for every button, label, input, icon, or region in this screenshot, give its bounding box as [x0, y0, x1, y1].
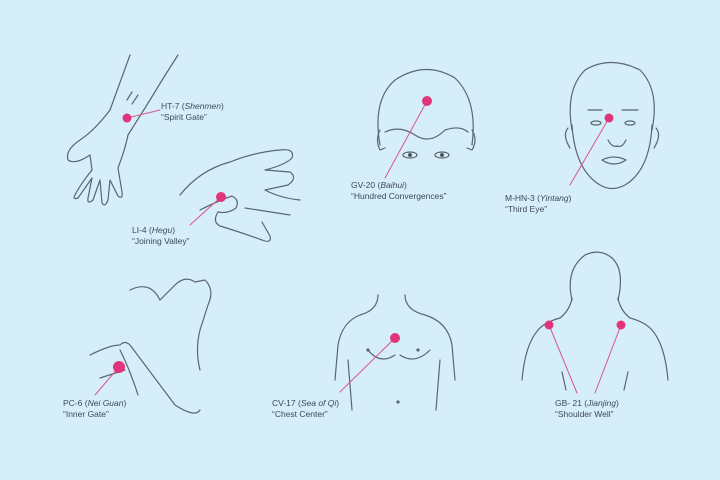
- point-english-name: “Chest Center”: [272, 409, 328, 419]
- forearm-hands-illustration: [89, 278, 212, 414]
- point-code: GV-20: [351, 180, 376, 190]
- torso-illustration: [334, 294, 456, 411]
- label-pc6: PC-6 (Nei Guan) “Inner Gate”: [63, 398, 127, 419]
- back-shoulders-illustration: [521, 251, 669, 391]
- point-english-name: “Shoulder Well”: [555, 409, 614, 419]
- point-pinyin: Yintang: [539, 193, 569, 203]
- point-pinyin: Baihui: [380, 180, 404, 190]
- point-code: LI-4: [132, 225, 147, 235]
- point-english-name: “Third Eye”: [505, 204, 548, 214]
- label-li4: LI-4 (Hegu) “Joining Valley”: [132, 225, 190, 246]
- pointer-lines: [94, 100, 622, 396]
- point-pinyin: Sea of Qi: [300, 398, 337, 408]
- label-ht7: HT-7 (Shenmen) “Spirit Gate”: [161, 101, 224, 122]
- point-pinyin: Nei Guan: [87, 398, 124, 408]
- face-illustration: [564, 61, 660, 190]
- point-code: GB- 21: [555, 398, 582, 408]
- point-english-name: “Joining Valley”: [132, 236, 190, 246]
- point-pinyin: Hegu: [151, 225, 173, 235]
- point-english-name: “Spirit Gate”: [161, 112, 207, 122]
- point-code: CV-17: [272, 398, 296, 408]
- label-gv20: GV-20 (Baihui) “Hundred Convergences”: [351, 180, 447, 201]
- pinching-hand-illustration: [179, 149, 301, 242]
- point-english-name: “Inner Gate”: [63, 409, 109, 419]
- label-cv17: CV-17 (Sea of Qi) “Chest Center”: [272, 398, 340, 419]
- head-top-illustration: [376, 68, 476, 159]
- wrist-hand-illustration: [66, 54, 179, 206]
- point-code: M-HN-3: [505, 193, 535, 203]
- point-code: PC-6: [63, 398, 83, 408]
- point-pinyin: Jianjing: [587, 398, 616, 408]
- label-gb21: GB- 21 (Jianjing) “Shoulder Well”: [555, 398, 619, 419]
- label-mhn3: M-HN-3 (Yintang) “Third Eye”: [505, 193, 572, 214]
- point-english-name: “Hundred Convergences”: [351, 191, 447, 201]
- acupoint-dots: [113, 96, 626, 373]
- point-pinyin: Shenmen: [184, 101, 222, 111]
- point-code: HT-7: [161, 101, 180, 111]
